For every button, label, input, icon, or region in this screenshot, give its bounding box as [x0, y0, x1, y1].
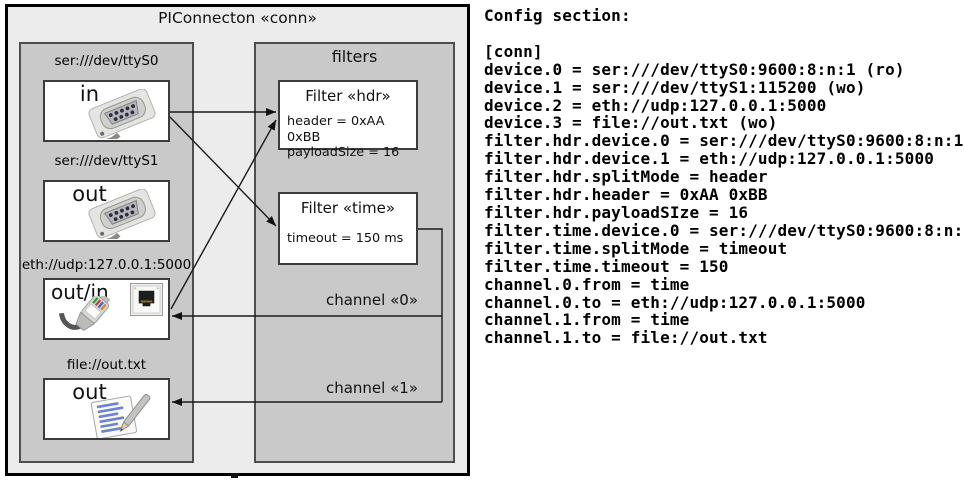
filters-panel-title: filters [331, 47, 378, 66]
device-url-label: ser:///dev/ttyS0 [54, 53, 159, 69]
filter-prop: header = 0xAA 0xBB [287, 114, 385, 145]
filter-prop: timeout = 150 ms [287, 231, 404, 246]
device-box-file: out [43, 378, 170, 440]
channel-0-label: channel «0» [325, 291, 418, 309]
filter-title: Filter «hdr» [305, 87, 391, 105]
filter-time-box: Filter «time» timeout = 150 ms [278, 192, 418, 265]
device-mode-label: out [72, 380, 107, 404]
filter-props: header = 0xAA 0xBB payloadSize = 16 [287, 114, 412, 161]
filter-props: timeout = 150 ms [287, 231, 412, 247]
device-box-ttyS1: out [43, 180, 170, 242]
filter-title: Filter «time» [300, 199, 396, 217]
device-mode-label: out/in [51, 280, 109, 304]
config-text: Config section: [conn] device.0 = ser://… [484, 6, 964, 348]
diagram-title: PIConnecton «conn» [158, 9, 317, 27]
channel-1-label: channel «1» [325, 379, 418, 397]
filter-prop: payloadSize = 16 [287, 145, 400, 160]
device-box-ttyS0: in [43, 80, 170, 142]
device-url-label: eth://udp:127.0.0.1:5000 [21, 257, 192, 273]
filter-hdr-box: Filter «hdr» header = 0xAA 0xBB payloadS… [278, 80, 418, 160]
ethernet-port-icon [130, 283, 163, 316]
device-box-eth: out/in [43, 278, 170, 340]
device-url-label: file://out.txt [66, 357, 147, 373]
device-url-label: ser:///dev/ttyS1 [54, 153, 159, 169]
device-mode-label: in [79, 82, 100, 106]
device-mode-label: out [72, 182, 107, 206]
